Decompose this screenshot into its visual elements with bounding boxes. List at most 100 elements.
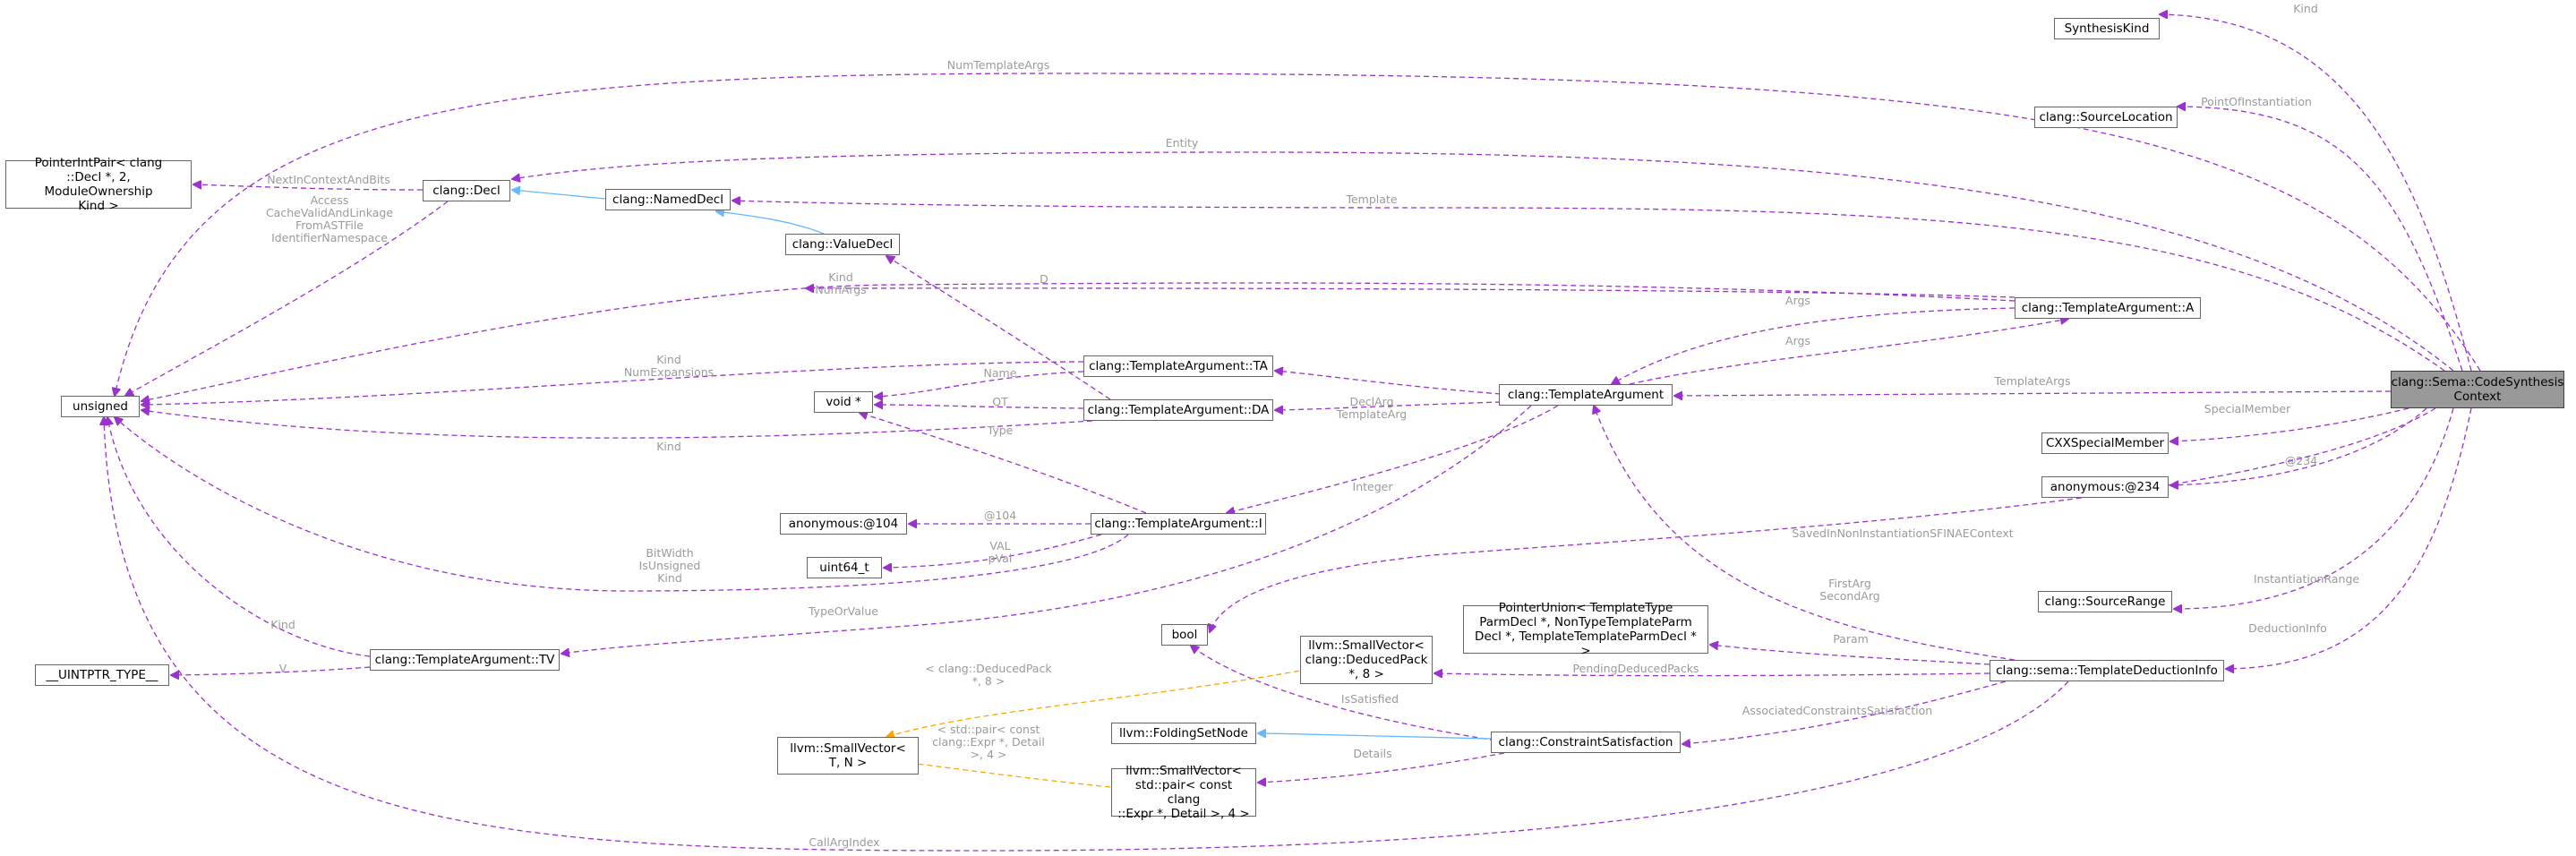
node-source-range[interactable]: clang::SourceRange	[2038, 591, 2172, 612]
edge-template-pair	[895, 761, 1120, 789]
node-template-argument[interactable]: clang::TemplateArgument	[1499, 384, 1673, 406]
edge-label-da-qt: QT	[992, 395, 1008, 408]
node-template-argument-ta[interactable]: clang::TemplateArgument::TA	[1083, 355, 1273, 377]
edge-first-arg	[1594, 406, 2015, 661]
node-small-vector-t-n[interactable]: llvm::SmallVector< T, N >	[777, 737, 919, 775]
node-pointer-int-pair[interactable]: PointerIntPair< clang ::Decl *, 2, Modul…	[5, 156, 192, 213]
edge-ta-unsigned	[141, 361, 1084, 405]
node-constraint-satisfaction[interactable]: clang::ConstraintSatisfaction	[1491, 732, 1681, 753]
node-template-argument-tv[interactable]: clang::TemplateArgument::TV	[370, 649, 560, 671]
edge-call-arg-index	[104, 417, 2069, 852]
node-template-argument-i[interactable]: clang::TemplateArgument::I	[1091, 513, 1266, 535]
edge-i-unsigned	[115, 417, 1129, 592]
edge-label-call-arg-index: CallArgIndex	[809, 835, 879, 849]
edge-template	[732, 201, 2445, 372]
edge-label-entity: Entity	[1166, 136, 1199, 150]
node-uint64[interactable]: uint64_t	[807, 557, 882, 578]
edge-label-decl-arg: DeclArg	[1349, 395, 1393, 408]
edge-label-tv-v: V	[279, 662, 287, 675]
edge-label-kind: Kind	[2293, 2, 2318, 15]
edge-template-arg	[1275, 371, 1502, 395]
edge-label-deduction-info: DeductionInfo	[2248, 621, 2327, 635]
edge-label-template: Template	[1345, 193, 1397, 206]
edge-at-234	[2170, 407, 2427, 485]
edge-decl-to-unsigned	[125, 201, 449, 396]
node-code-synthesis-context[interactable]: clang::Sema::CodeSynthesis Context	[2391, 371, 2564, 408]
edge-entity	[512, 151, 2454, 372]
node-template-argument-a[interactable]: clang::TemplateArgument::A	[2015, 297, 2201, 319]
edge-label-is-satisfied: IsSatisfied	[1341, 692, 1399, 706]
edge-da-qt	[875, 405, 1084, 408]
node-named-decl[interactable]: clang::NamedDecl	[605, 189, 731, 210]
edge-label-param: Param	[1833, 632, 1869, 646]
edge-pending-deduced-packs	[1434, 673, 1990, 676]
edge-label-at-234: @234	[2285, 454, 2317, 467]
edge-saved-in-non-instantiation	[1210, 407, 2436, 632]
edge-instantiation-range	[2174, 407, 2454, 609]
edge-num-template-args	[115, 73, 2481, 396]
edge-named-decl-to-decl	[512, 190, 606, 200]
node-unsigned[interactable]: unsigned	[61, 396, 140, 417]
node-folding-set-node[interactable]: llvm::FoldingSetNode	[1111, 723, 1256, 744]
edge-label-args-template-argument-to-a: Args	[1785, 334, 1810, 347]
node-template-deduction-info[interactable]: clang::sema::TemplateDeductionInfo	[1990, 660, 2224, 681]
edge-da-kind	[141, 410, 1093, 439]
node-synthesis-kind[interactable]: SynthesisKind	[2054, 18, 2160, 39]
edge-label-at-104: @104	[984, 509, 1016, 522]
edge-label-next-in-context-and-bits: NextInContextAndBits	[267, 173, 390, 186]
edge-label-saved-in-non-instantiation: SavedInNonInstantiationSFINAEContext	[1792, 526, 2013, 540]
edge-label-details: Details	[1353, 747, 1391, 760]
node-source-location[interactable]: clang::SourceLocation	[2034, 107, 2178, 128]
edge-value-decl-to-named-decl	[716, 211, 825, 235]
edge-kind	[2160, 14, 2472, 372]
node-small-vector-pair[interactable]: llvm::SmallVector< std::pair< const clan…	[1111, 764, 1256, 821]
edge-a-d	[141, 282, 2015, 401]
edge-label-template-deduced-pack: < clang::DeducedPack*, 8 >	[925, 662, 1052, 688]
edge-label-special-member: SpecialMember	[2204, 402, 2291, 415]
node-uintptr-type[interactable]: __UINTPTR_TYPE__	[35, 664, 169, 686]
edge-label-type-or-value: TypeOrValue	[808, 604, 878, 618]
edge-label-tv-kind: Kind	[270, 618, 295, 631]
edge-label-i-type: Type	[987, 424, 1014, 437]
edge-is-satisfied	[1191, 646, 1496, 741]
edge-associated-constraints	[1682, 681, 2007, 744]
node-anonymous-234[interactable]: anonymous:@234	[2041, 476, 2169, 498]
edge-label-args-a-to-template-argument: Args	[1785, 294, 1810, 307]
edge-label-template-args: TemplateArgs	[1994, 374, 2071, 388]
edge-label-associated-constraints: AssociatedConstraintsSatisfaction	[1742, 704, 1932, 717]
edge-point-of-instantiation	[2178, 107, 2463, 372]
edge-label-template-arg: TemplateArg	[1336, 407, 1407, 421]
edge-label-pending-deduced-packs: PendingDeducedPacks	[1573, 662, 1699, 675]
edge-a-unsigned	[806, 288, 2015, 298]
edge-param	[1710, 645, 1990, 665]
edge-label-point-of-instantiation: PointOfInstantiation	[2201, 95, 2312, 108]
node-cxx-special-member[interactable]: CXXSpecialMember	[2041, 432, 2169, 454]
edge-type-or-value	[561, 405, 1532, 654]
edge-args-a-to-template-argument	[1612, 307, 2015, 384]
edge-i-type	[860, 413, 1147, 514]
node-value-decl[interactable]: clang::ValueDecl	[785, 234, 900, 255]
node-bool[interactable]: bool	[1161, 624, 1208, 646]
edge-next-in-context-and-bits	[193, 184, 424, 191]
edge-integer	[1227, 405, 1559, 513]
node-decl[interactable]: clang::Decl	[423, 180, 510, 201]
edge-da-value-decl	[886, 256, 1111, 400]
edge-label-num-template-args: NumTemplateArgs	[947, 58, 1049, 72]
edge-deduction-info	[2226, 407, 2472, 669]
node-pointer-union[interactable]: PointerUnion< TemplateType ParmDecl *, N…	[1463, 601, 1708, 658]
edge-label-ta-name: Name	[984, 366, 1017, 380]
node-anonymous-104[interactable]: anonymous:@104	[780, 513, 907, 535]
node-small-vector-deduced-pack[interactable]: llvm::SmallVector< clang::DeducedPack *,…	[1300, 636, 1433, 684]
edge-template-args	[1674, 390, 2392, 396]
node-template-argument-da[interactable]: clang::TemplateArgument::DA	[1083, 399, 1273, 421]
edge-tv-v	[171, 666, 371, 675]
node-void-pointer[interactable]: void *	[814, 391, 873, 413]
